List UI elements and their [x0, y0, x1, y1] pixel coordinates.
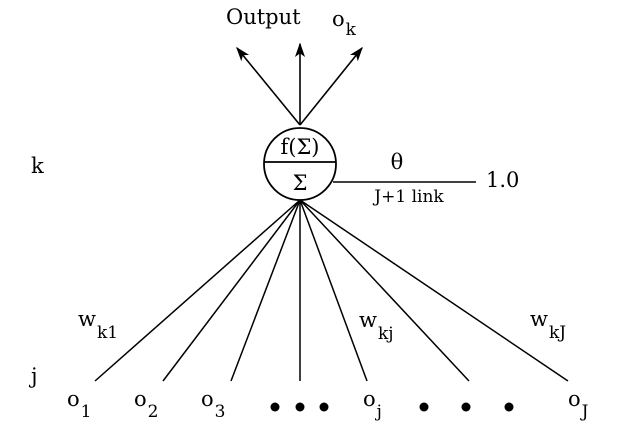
- ellipsis-dot: [419, 402, 429, 412]
- ellipsis-dot: [504, 402, 514, 412]
- output-arrow-right: [299, 46, 363, 126]
- bias-weight-label: θ: [391, 150, 404, 174]
- ellipsis-dot: [461, 402, 471, 412]
- ellipsis-dots-right: [419, 402, 514, 412]
- output-arrows: [236, 42, 363, 126]
- output-arrow-left: [236, 46, 301, 126]
- output-var: ok: [332, 7, 357, 40]
- input-label-oj: oj: [363, 387, 382, 422]
- input-label-o2: o2: [134, 387, 158, 422]
- input-label-oJ: oJ: [568, 387, 589, 422]
- connection-oJ: [299, 199, 569, 382]
- ellipsis-dot: [270, 402, 280, 412]
- input-label-o1: o1: [67, 387, 91, 422]
- summation-label: Σ: [293, 171, 308, 195]
- bias-link-label: J+1 link: [372, 187, 444, 207]
- layer-label-j: j: [28, 364, 38, 388]
- connection-dot: [299, 199, 470, 382]
- activation-function-label: f(Σ): [280, 135, 319, 159]
- connection-oj: [299, 199, 368, 382]
- neuron-node: f(Σ) Σ: [263, 127, 337, 201]
- weight-label-kJ: wkJ: [530, 307, 566, 343]
- input-label-o3: o3: [201, 387, 225, 422]
- connection-o1: [94, 199, 301, 382]
- bias-value-label: 1.0: [486, 168, 519, 192]
- bias-link: θ J+1 link 1.0: [333, 150, 519, 207]
- input-connections: [94, 199, 569, 382]
- connection-o3: [230, 199, 301, 382]
- weight-label-kj: wkj: [359, 308, 394, 344]
- weight-label-k1: wk1: [78, 307, 118, 343]
- ellipsis-dot: [319, 402, 329, 412]
- connection-o2: [162, 199, 301, 382]
- layer-label-k: k: [31, 154, 44, 178]
- ellipsis-dot: [295, 402, 305, 412]
- output-label: Output: [226, 5, 301, 29]
- ellipsis-dots-left: [270, 402, 329, 412]
- output-var-subscript: k: [346, 20, 357, 40]
